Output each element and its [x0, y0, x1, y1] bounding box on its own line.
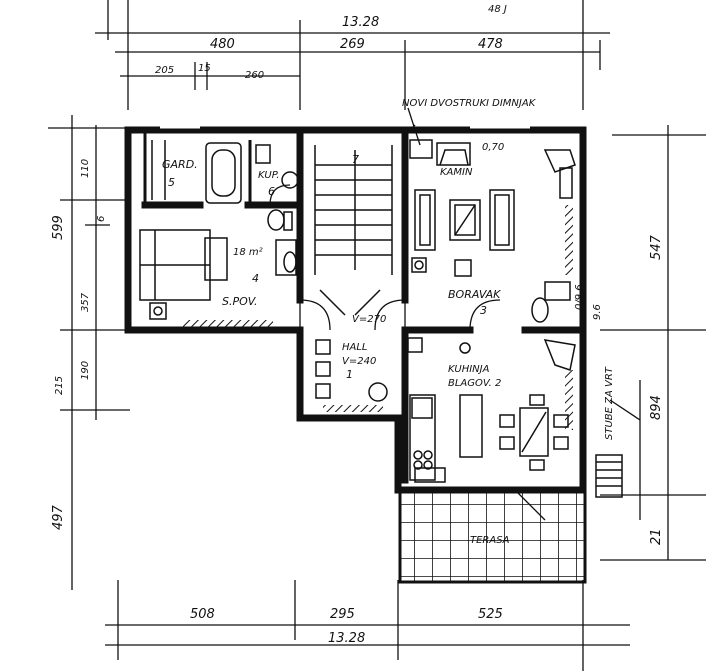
dining-table — [499, 394, 569, 471]
garden-stairs — [595, 454, 623, 498]
double-bed — [139, 229, 228, 301]
right-dimension-lines — [600, 125, 706, 561]
armchair — [489, 189, 515, 251]
staircase — [314, 145, 393, 316]
left-dimension-lines — [48, 115, 130, 590]
chimney — [409, 139, 576, 199]
label-kupaonica-no: 6 — [268, 185, 275, 198]
label-garderoba-no: 5 — [168, 176, 175, 189]
label-boravak-no: 3 — [480, 304, 487, 317]
label-dimnjak: NOVI DVOSTRUKI DIMNJAK — [402, 98, 537, 109]
bathtub — [205, 142, 242, 204]
label-blagovaonica: BLAGOV. 2 — [448, 378, 501, 389]
dim-top-corner: 48 J — [488, 4, 507, 15]
dimension-texts: 13.28 480 269 478 205 15 260 48 J 599 11… — [51, 4, 664, 646]
label-stair-no: 7 — [352, 153, 359, 166]
room-labels: NOVI DVOSTRUKI DIMNJAK GARD. 5 KUP. 6 S.… — [162, 98, 615, 546]
dim-right-a: 547 — [649, 234, 664, 260]
fireplace — [436, 142, 471, 166]
kitchen-island — [459, 394, 483, 458]
label-kamin: KAMIN — [440, 167, 473, 178]
dim-top-sub3: 260 — [245, 70, 264, 81]
dim-top-left: 480 — [210, 37, 235, 52]
windows — [160, 125, 587, 440]
washbasin — [255, 144, 299, 189]
dim-left-a: 110 — [80, 159, 91, 178]
dim-bottom-left: 508 — [190, 607, 215, 622]
dim-left-e: 190 — [80, 361, 91, 380]
side-tables — [411, 257, 472, 277]
label-spavaca-no: 4 — [252, 272, 259, 285]
label-stube: STUBE ZA VRT — [604, 366, 615, 440]
dim-right-d: 21 — [649, 528, 664, 545]
label-kupaonica: KUP. — [258, 170, 280, 181]
label-side-note: 0/9,6 — [574, 284, 585, 310]
dim-top-sub2: 15 — [198, 63, 211, 74]
dim-bottom-total: 13.28 — [328, 631, 365, 646]
radiator-living — [565, 205, 573, 275]
label-terasa: TERASA — [470, 535, 510, 546]
label-garderoba: GARD. — [162, 158, 198, 171]
dim-left-f: 497 — [51, 504, 66, 530]
radiator-bedroom — [183, 320, 273, 327]
dim-top-sub1: 205 — [155, 65, 174, 76]
dim-top-mid: 269 — [340, 37, 365, 52]
top-dimension-lines — [95, 0, 610, 110]
label-window-note: 0,70 — [482, 142, 504, 153]
dim-right-b: 9.6 — [592, 304, 603, 320]
dim-top-right: 478 — [478, 37, 503, 52]
dim-left-total: 599 — [51, 215, 66, 240]
toilet — [267, 209, 293, 231]
wardrobe-shelves — [151, 140, 166, 200]
radiator-hall — [323, 405, 383, 412]
exterior-walls — [124, 126, 587, 494]
radiator-dining — [565, 370, 573, 430]
dim-bottom-mid: 295 — [330, 607, 355, 622]
stairs-leader — [609, 399, 641, 421]
label-hall-height: V=240 — [342, 356, 376, 367]
sofa — [414, 189, 436, 251]
dim-left-c: 6 — [96, 216, 107, 222]
dim-top-total: 13.28 — [342, 15, 379, 30]
wardrobe-bedroom — [275, 239, 297, 276]
bedside-table — [149, 302, 167, 320]
label-spavaca: S.POV. — [222, 295, 258, 308]
terrace-tiles — [400, 490, 585, 582]
chimney-kitchen — [407, 337, 576, 371]
label-kuhinja: KUHINJA — [448, 364, 490, 375]
bottom-dimension-lines — [105, 580, 630, 671]
label-stair-height: V=270 — [352, 314, 386, 325]
desk — [531, 281, 571, 323]
hall-furniture — [315, 339, 388, 402]
label-boravak: BORAVAK — [448, 288, 501, 301]
dim-right-c: 894 — [649, 395, 664, 420]
label-hall-no: 1 — [346, 368, 353, 381]
label-area-note: 18 m² — [233, 247, 263, 258]
chimney-leader — [407, 107, 421, 146]
doors — [269, 124, 546, 521]
dim-left-d: 215 — [54, 376, 65, 395]
kitchen-counter — [409, 394, 446, 483]
interior-walls — [141, 126, 587, 484]
dim-bottom-right: 525 — [478, 607, 503, 622]
coffee-table — [449, 199, 481, 241]
label-hall: HALL — [342, 342, 368, 353]
dim-left-b: 357 — [80, 292, 91, 312]
